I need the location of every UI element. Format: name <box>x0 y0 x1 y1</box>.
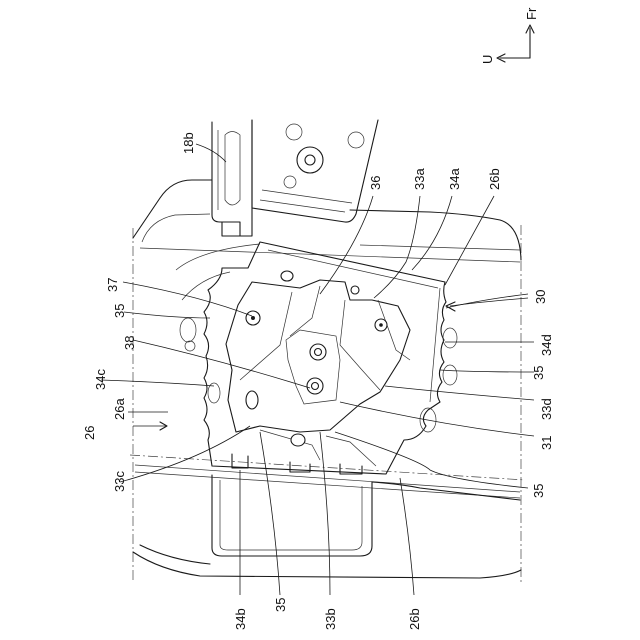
label-26b-bottom: 26b <box>407 608 422 630</box>
label-38: 38 <box>122 336 137 350</box>
label-35-a: 35 <box>112 304 127 318</box>
member-18b <box>212 120 378 236</box>
label-35-b: 35 <box>531 366 546 380</box>
label-33d: 33d <box>539 398 554 420</box>
label-26: 26 <box>82 426 97 440</box>
floor-panel-26 <box>133 180 521 578</box>
label-30: 30 <box>533 290 548 304</box>
label-33c: 33c <box>112 471 127 492</box>
leader-lines <box>101 144 534 595</box>
label-18b: 18b <box>181 132 196 154</box>
fr-axis-label: Fr <box>524 7 539 20</box>
u-axis-label: U <box>480 55 495 64</box>
label-36: 36 <box>368 176 383 190</box>
label-26b-top: 26b <box>487 168 502 190</box>
label-35-c: 35 <box>531 484 546 498</box>
label-33a: 33a <box>412 168 427 190</box>
centerlines <box>130 225 525 582</box>
label-34c: 34c <box>93 369 108 390</box>
orientation-indicator: Fr U <box>480 7 539 64</box>
label-35-d: 35 <box>273 598 288 612</box>
label-34b: 34b <box>233 608 248 630</box>
label-33b: 33b <box>323 608 338 630</box>
label-34a: 34a <box>447 168 462 190</box>
bracket-30 <box>176 242 457 474</box>
label-34d: 34d <box>539 334 554 356</box>
label-37: 37 <box>105 278 120 292</box>
label-31: 31 <box>539 436 554 450</box>
label-26a: 26a <box>112 398 127 420</box>
